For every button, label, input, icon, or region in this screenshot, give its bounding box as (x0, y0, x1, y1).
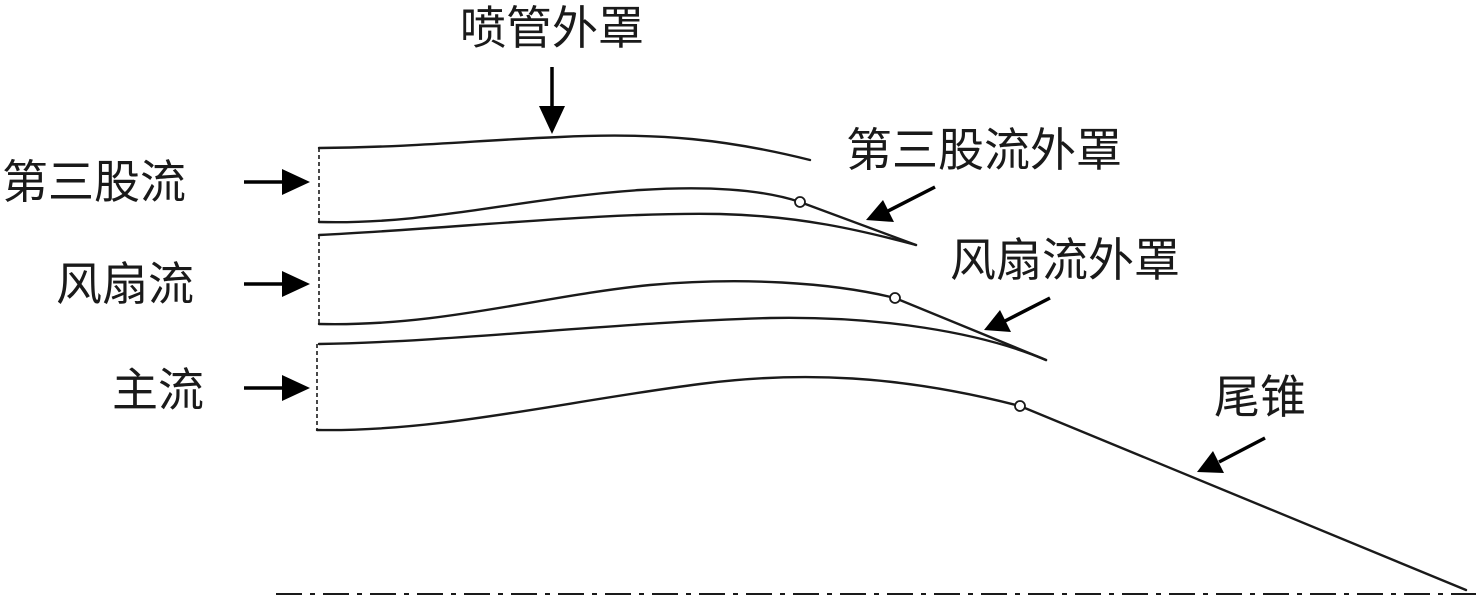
fan-stream-cowl-hinge-marker (889, 292, 901, 304)
fan-stream-cowl-upper-line (317, 280, 1048, 362)
fan-stream-arrow (244, 271, 310, 297)
third-stream-cowl-hinge-marker (794, 196, 806, 208)
third-stream-cowl-label: 第三股流外罩 (846, 123, 1122, 177)
tail-cone-arrow (1197, 436, 1266, 473)
tail-cone-label: 尾锥 (1214, 370, 1306, 424)
third-stream-cowl-lower-line (317, 212, 918, 247)
fan-stream-label: 风扇流 (56, 257, 194, 311)
third-stream-cowl-upper-line (317, 187, 918, 247)
tail-cone-hinge-marker (1014, 400, 1026, 412)
core-stream-label: 主流 (112, 363, 204, 417)
third-stream-label: 第三股流 (2, 155, 186, 209)
nozzle-cowl-outer-line (317, 134, 812, 162)
nozzle-cowl-label: 喷管外罩 (460, 1, 644, 55)
nozzle-cowl-arrow (539, 67, 565, 134)
fan-stream-cowl-label: 风扇流外罩 (950, 233, 1180, 287)
tail-cone-line (315, 375, 1468, 592)
core-stream-arrow (244, 375, 310, 401)
fan-stream-cowl-arrow (984, 296, 1051, 332)
third-stream-arrow (244, 169, 310, 195)
fan-stream-cowl-lower-line (317, 316, 1048, 362)
third-stream-cowl-arrow (866, 185, 936, 222)
